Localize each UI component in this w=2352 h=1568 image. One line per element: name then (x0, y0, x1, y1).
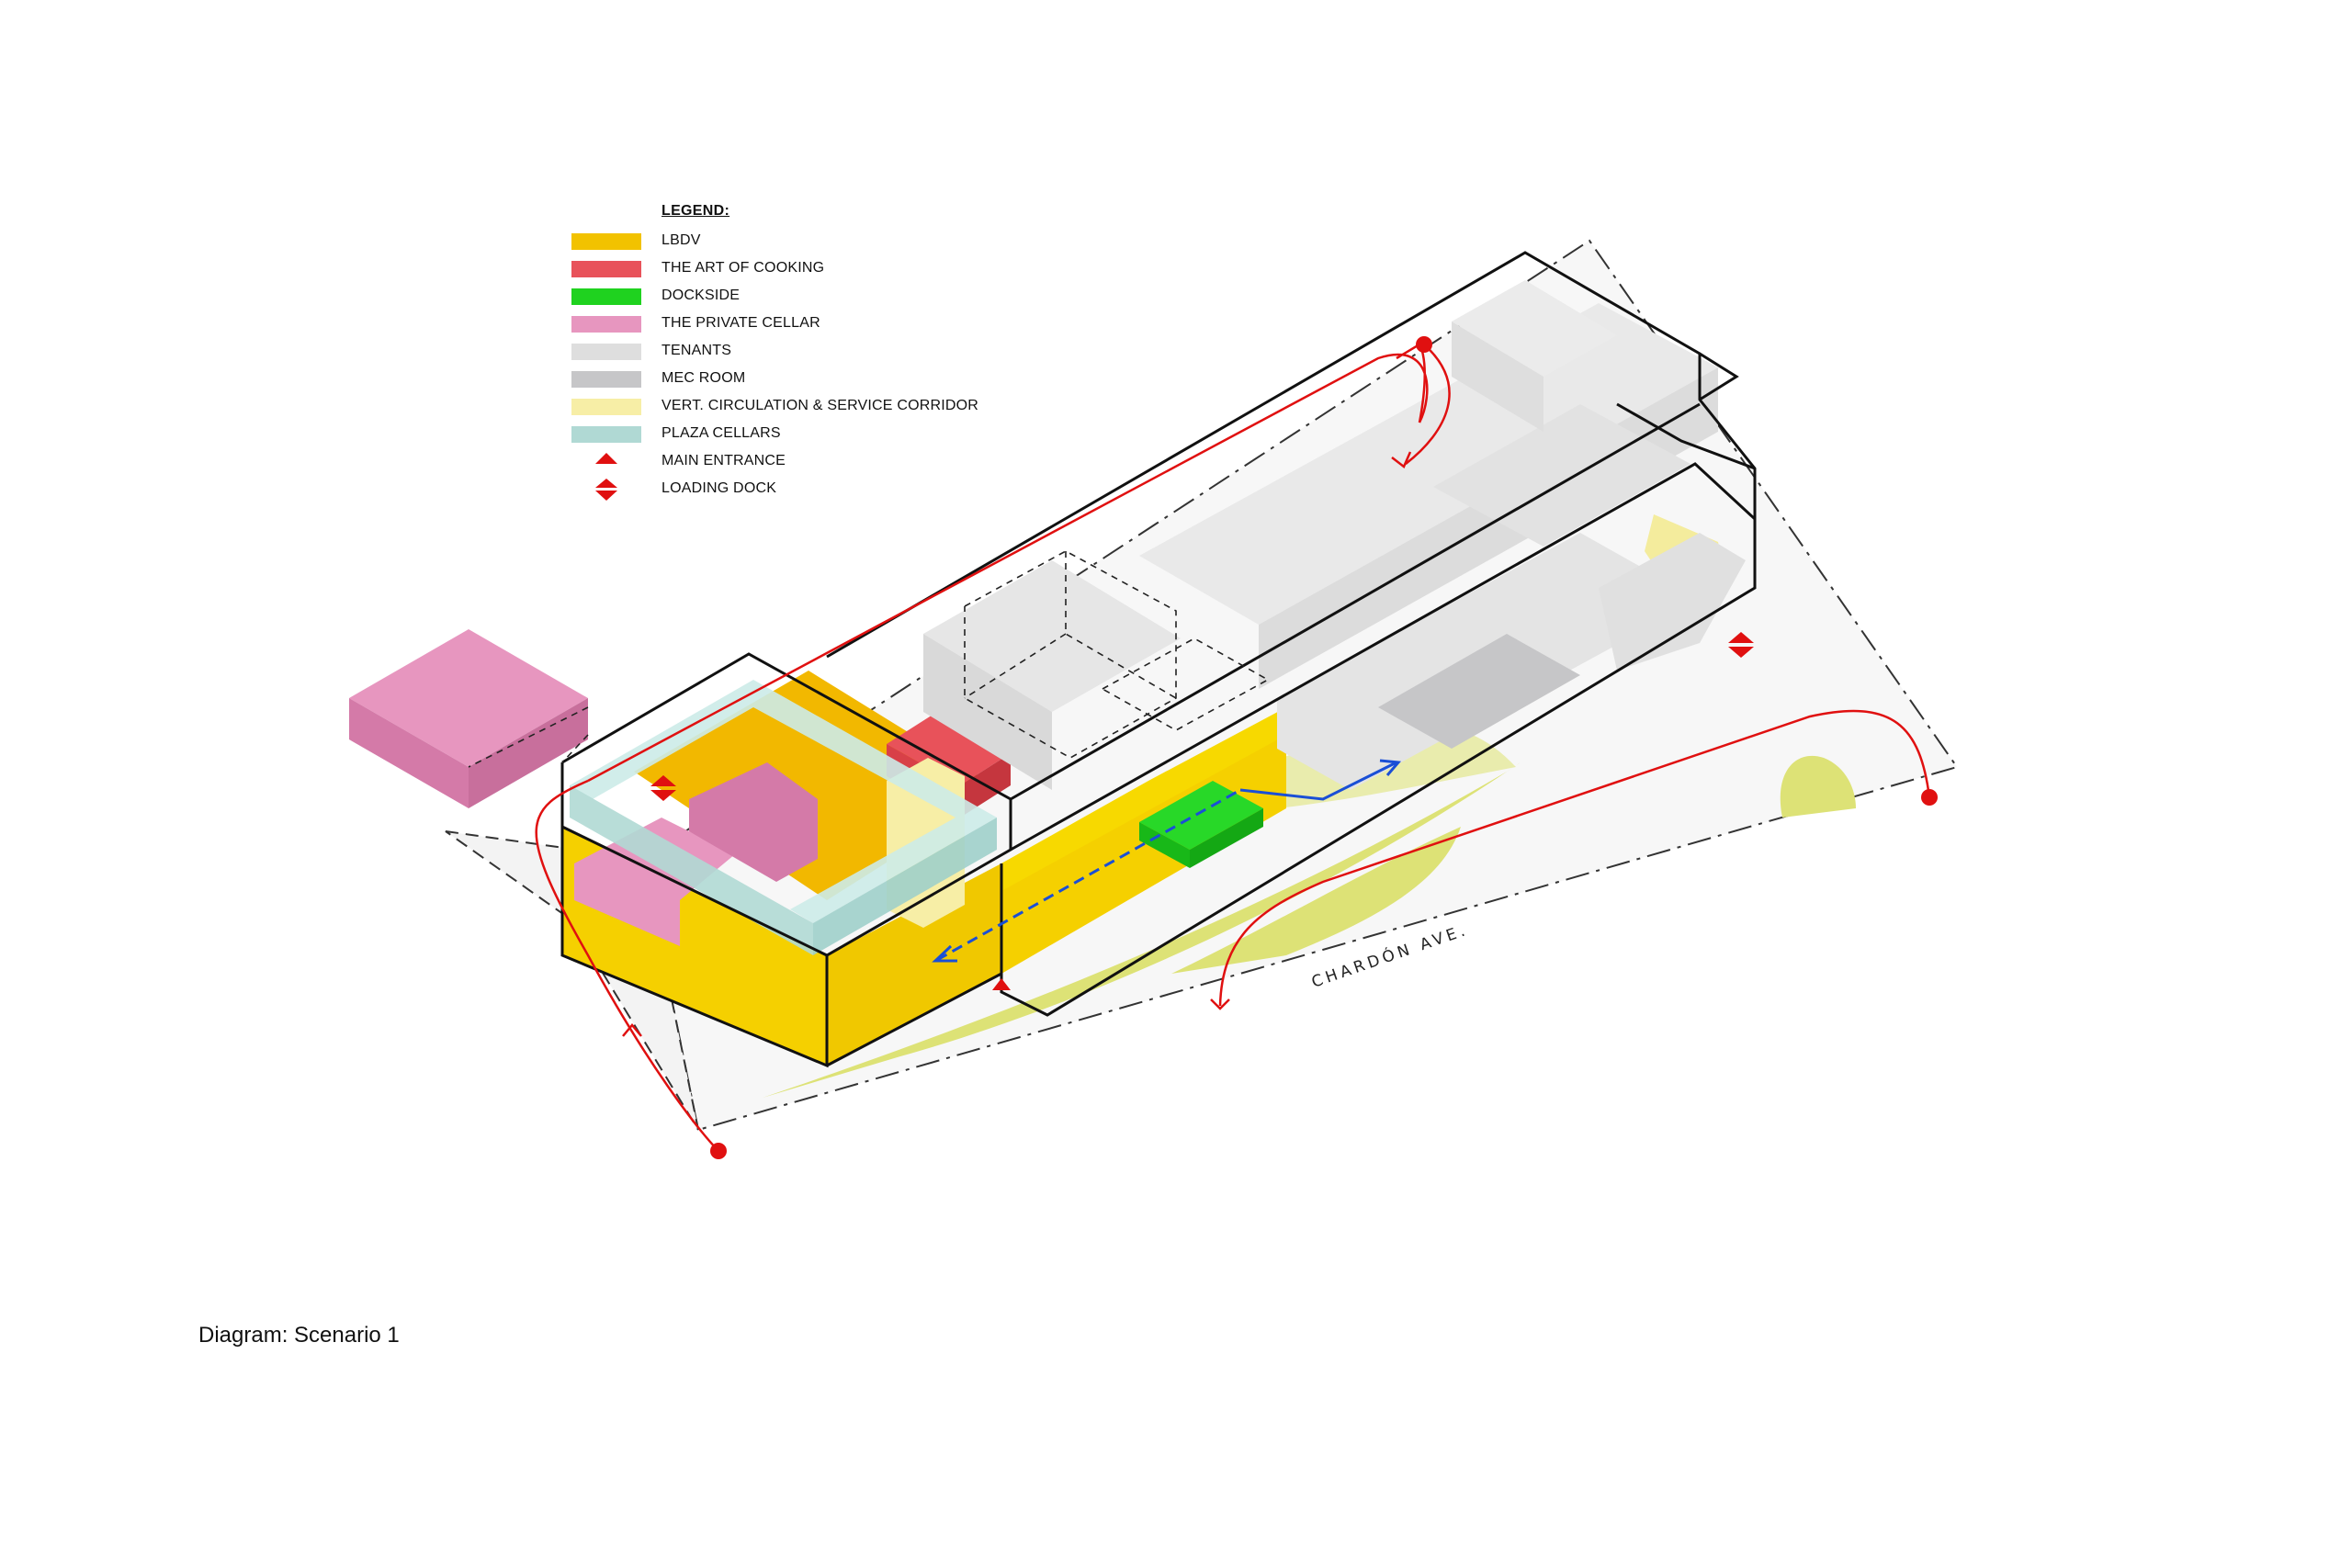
legend-swatch (571, 426, 641, 443)
pedestrian-flow (932, 759, 1402, 963)
plaza-cellars-ring-face-right (813, 818, 997, 955)
path-arrowheads (622, 451, 1412, 1037)
legend-swatch (571, 233, 641, 250)
legend-label: PLAZA CELLARS (662, 425, 781, 441)
lbdv-right-face (827, 863, 1001, 1066)
mec-room-block (1378, 634, 1580, 749)
loading-dock-marker-left (650, 775, 676, 801)
legend-item: MEC ROOM (571, 368, 1086, 390)
landscape-patch-right (1780, 755, 1856, 818)
vehicle-paths (535, 342, 1931, 1152)
legend: LEGEND: LBDV THE ART OF COOKING DOCKSIDE TH… (571, 197, 1086, 510)
path-endpoint-top (1416, 336, 1432, 353)
tenants-wing-top (1433, 404, 1690, 547)
legend-item: VERT. CIRCULATION & SERVICE CORRIDOR (571, 396, 1086, 418)
tenants-block-a-top (923, 560, 1181, 712)
legend-label: THE ART OF COOKING (662, 260, 825, 276)
legend-label: TENANTS (662, 343, 732, 358)
legend-item: MAIN ENTRANCE (571, 451, 1086, 473)
path-endpoint-left (710, 1143, 727, 1159)
dockside-top (1139, 781, 1263, 850)
legend-title: LEGEND: (662, 203, 730, 219)
diagram-caption: Diagram: Scenario 1 (198, 1323, 400, 1348)
legend-label: VERT. CIRCULATION & SERVICE CORRIDOR (662, 398, 979, 413)
legend-swatch (571, 399, 641, 415)
legend-swatch (571, 261, 641, 277)
tenants-tower-side (1452, 321, 1544, 432)
legend-swatch (571, 344, 641, 360)
plaza-cellars-ring-top (570, 680, 997, 923)
legend-item: THE PRIVATE CELLAR (571, 313, 1086, 335)
dockside-side (1139, 822, 1190, 868)
main-entrance-marker (992, 978, 1011, 990)
legend-label: THE PRIVATE CELLAR (662, 315, 820, 331)
legend-label: MAIN ENTRANCE (662, 453, 786, 468)
legend-item: LOADING DOCK (571, 479, 1086, 501)
legend-item: DOCKSIDE (571, 286, 1086, 308)
loading-dock-icon (595, 479, 617, 501)
private-cellar-left (349, 698, 469, 808)
tenants-tower-top (1452, 280, 1617, 377)
main-entrance-icon (595, 453, 617, 464)
landscape-strip-middle (1171, 827, 1461, 974)
dockside-right (1190, 808, 1263, 868)
legend-item: LBDV (571, 231, 1086, 253)
dashed-outlines (468, 550, 1270, 768)
legend-swatch (571, 371, 641, 388)
path-endpoint-right (1921, 789, 1938, 806)
tenants-lower-right (1599, 533, 1746, 671)
plaza-cellars-ring-face (570, 785, 813, 955)
legend-label: LOADING DOCK (662, 480, 777, 496)
legend-item: PLAZA CELLARS (571, 423, 1086, 446)
legend-label: MEC ROOM (662, 370, 746, 386)
legend-item: TENANTS (571, 341, 1086, 363)
legend-swatch (571, 288, 641, 305)
art-of-cooking-top (887, 712, 1011, 785)
loading-dock-marker-right (1728, 632, 1754, 658)
lbdv-wing-top (1001, 707, 1286, 891)
legend-label: LBDV (662, 232, 701, 248)
private-cellar-right (469, 698, 588, 808)
tenants-long-top (1139, 303, 1718, 625)
legend-item: THE ART OF COOKING (571, 258, 1086, 280)
private-cellar-inner (574, 818, 735, 946)
path-endpoints (710, 336, 1938, 1159)
legend-swatch (571, 316, 641, 333)
private-cellar-inner-2 (689, 762, 818, 882)
legend-label: DOCKSIDE (662, 288, 741, 303)
